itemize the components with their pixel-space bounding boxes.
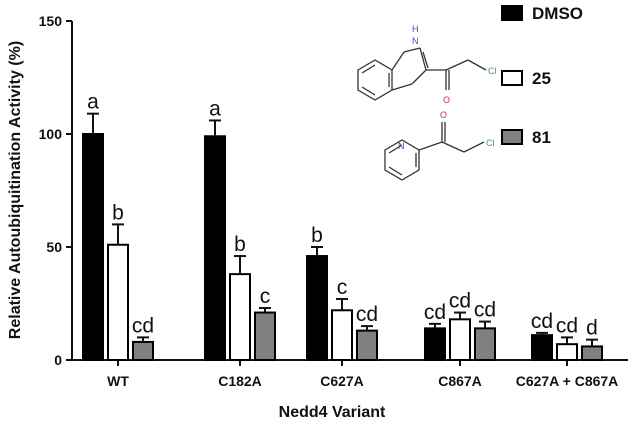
bar	[424, 327, 446, 361]
y-tick-label: 150	[39, 13, 63, 29]
significance-label: cd	[356, 303, 378, 326]
legend-swatch	[501, 129, 523, 145]
bar	[306, 255, 328, 362]
significance-label: b	[112, 201, 124, 224]
bar	[356, 329, 378, 361]
bar	[82, 133, 104, 361]
legend-label: 81	[532, 128, 551, 147]
chemical-structures	[357, 47, 487, 181]
legend-swatch	[501, 70, 523, 86]
y-tick-label: 50	[46, 239, 62, 255]
significance-label: cd	[424, 301, 446, 324]
bar	[531, 334, 553, 362]
bar	[581, 345, 603, 362]
x-axis-title: Nedd4 Variant	[279, 404, 386, 421]
significance-label: b	[311, 224, 323, 247]
bar	[107, 243, 129, 362]
legend-swatch	[501, 5, 523, 21]
structure-atom-labels: H N O Cl N O Cl	[398, 24, 497, 151]
atom-label: N	[412, 36, 419, 46]
bar	[449, 318, 471, 362]
y-tick-label: 0	[54, 352, 62, 368]
bar	[556, 343, 578, 361]
atom-label: H	[412, 24, 419, 34]
x-tick-label: C627A	[320, 373, 364, 389]
bar	[229, 273, 251, 361]
bars	[82, 112, 603, 362]
bar	[254, 311, 276, 362]
atom-label: N	[398, 141, 405, 151]
significance-label: cd	[132, 314, 154, 337]
y-axis-title: Relative Autoubiquitination Activity (%)	[7, 41, 24, 339]
significance-label: cd	[474, 299, 496, 322]
x-tick-label: C867A	[438, 373, 482, 389]
atom-label: Cl	[488, 66, 497, 76]
bar	[474, 327, 496, 361]
significance-label: d	[586, 317, 598, 340]
atom-label: Cl	[486, 138, 495, 148]
significance-label: cd	[449, 290, 471, 313]
pyridine-compound-structure	[384, 122, 485, 181]
legend-label: 25	[532, 69, 551, 88]
indole-compound-structure	[357, 47, 487, 101]
significance-label: cd	[556, 314, 578, 337]
significance-label: cd	[531, 310, 553, 333]
significance-label: c	[337, 276, 348, 299]
legend: DMSO 25 81	[501, 4, 583, 147]
significance-label: c	[260, 285, 271, 308]
x-tick-label: WT	[107, 373, 129, 389]
bar	[132, 340, 154, 362]
x-tick-label: C627A + C867A	[516, 373, 619, 389]
atom-label: O	[443, 95, 450, 105]
significance-label: a	[209, 97, 221, 120]
y-tick-label: 100	[39, 126, 63, 142]
significance-label: a	[87, 91, 99, 114]
atom-label: O	[440, 110, 447, 120]
significance-label: b	[234, 233, 246, 256]
legend-label: DMSO	[532, 4, 583, 23]
x-tick-label: C182A	[218, 373, 262, 389]
bar	[204, 135, 226, 361]
bar	[331, 309, 353, 361]
